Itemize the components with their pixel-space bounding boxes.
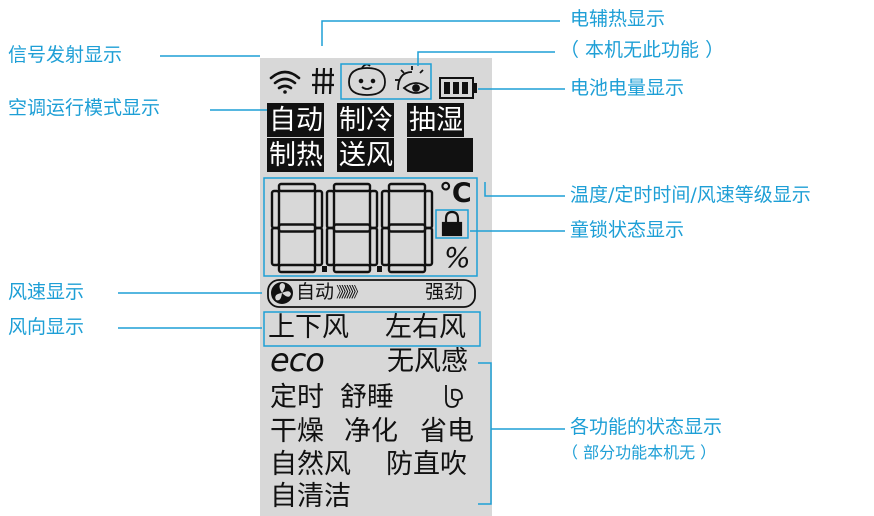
no-wind-label: 无风感 bbox=[387, 346, 468, 377]
digit-1-segment-a bbox=[277, 182, 317, 193]
leaf-icon bbox=[445, 385, 463, 408]
digit-3-segment-g bbox=[387, 223, 427, 233]
mode-auto: 自动 bbox=[267, 103, 324, 137]
icon-frames bbox=[263, 63, 481, 347]
fan-bar-frame bbox=[267, 279, 476, 308]
leader-lines bbox=[118, 20, 565, 505]
celsius-unit: ℃ bbox=[439, 178, 472, 209]
digit-1-segment-b bbox=[313, 189, 324, 230]
digit-1-segment-f bbox=[270, 189, 281, 230]
callout-not-available: （ 本机无此功能 ） bbox=[560, 39, 725, 61]
callout-temp-timer-fan: 温度/定时时间/风速等级显示 bbox=[570, 184, 811, 206]
segment-digits bbox=[270, 182, 434, 274]
digit-2-segment-e bbox=[325, 226, 336, 267]
digit-3-segment-c bbox=[423, 226, 434, 267]
digit-2-segment-f bbox=[325, 189, 336, 230]
timer-label: 定时 bbox=[270, 382, 324, 413]
anti-direct-label: 防直吹 bbox=[386, 449, 467, 480]
digit-3-segment-a bbox=[387, 182, 427, 193]
callout-fan-direction: 风向显示 bbox=[8, 316, 85, 338]
callout-child-lock: 童锁状态显示 bbox=[570, 219, 685, 241]
digit-3-segment-f bbox=[380, 189, 391, 230]
fan-auto-label: 自动 bbox=[296, 281, 335, 303]
digit-3-segment-d bbox=[387, 263, 427, 274]
natural-wind-label: 自然风 bbox=[270, 449, 351, 480]
callout-signal: 信号发射显示 bbox=[8, 44, 123, 66]
percent-unit: % bbox=[444, 241, 471, 274]
eye-sun-icon bbox=[395, 66, 430, 94]
digit-2-segment-b bbox=[368, 189, 379, 230]
sleep-label: 舒睡 bbox=[340, 382, 394, 413]
callout-battery: 电池电量显示 bbox=[570, 77, 685, 99]
callout-functions: 各功能的状态显示 bbox=[570, 416, 723, 438]
digit-2-segment-c bbox=[368, 226, 379, 267]
digit-1-dot bbox=[322, 266, 327, 272]
lock-icon bbox=[441, 210, 463, 237]
callout-functions-note: （ 部分功能本机无 ） bbox=[562, 443, 717, 462]
purify-label: 净化 bbox=[344, 416, 398, 447]
digit-2-segment-a bbox=[332, 182, 372, 193]
fan-icon bbox=[271, 282, 293, 304]
battery-icon bbox=[439, 77, 477, 99]
electric-heat-grid-icon bbox=[312, 67, 334, 95]
wifi-signal-icon bbox=[269, 70, 301, 94]
digit-1-segment-e bbox=[270, 226, 281, 267]
callout-electric-heat: 电辅热显示 bbox=[570, 8, 666, 30]
digit-1-segment-c bbox=[313, 226, 324, 267]
eco-label: eco bbox=[270, 341, 325, 379]
mode-heat: 制热 bbox=[267, 138, 324, 172]
digit-2-dot bbox=[377, 266, 382, 272]
mode-fan: 送风 bbox=[337, 138, 394, 172]
digit-3-segment-b bbox=[423, 189, 434, 230]
baby-face-icon bbox=[348, 63, 386, 96]
dir-leftright: 左右风 bbox=[385, 312, 466, 343]
digit-2-segment-d bbox=[332, 263, 372, 274]
self-clean-label: 自清洁 bbox=[270, 481, 351, 512]
fan-chevrons: 》》》》》》》 bbox=[336, 285, 366, 300]
mode-blank bbox=[407, 138, 473, 172]
digit-2-segment-g bbox=[332, 223, 372, 233]
digit-1-segment-g bbox=[277, 223, 317, 233]
callout-fan-speed: 风速显示 bbox=[8, 281, 85, 303]
save-power-label: 省电 bbox=[420, 416, 474, 447]
dry-label: 干燥 bbox=[270, 416, 324, 447]
mode-dry: 抽湿 bbox=[407, 103, 464, 137]
digit-1-segment-d bbox=[277, 263, 317, 274]
callout-ac-mode: 空调运行模式显示 bbox=[8, 97, 161, 119]
fan-strong-label: 强劲 bbox=[425, 281, 464, 303]
mode-cool: 制冷 bbox=[337, 103, 394, 137]
dir-updown: 上下风 bbox=[268, 312, 349, 343]
digit-3-segment-e bbox=[380, 226, 391, 267]
